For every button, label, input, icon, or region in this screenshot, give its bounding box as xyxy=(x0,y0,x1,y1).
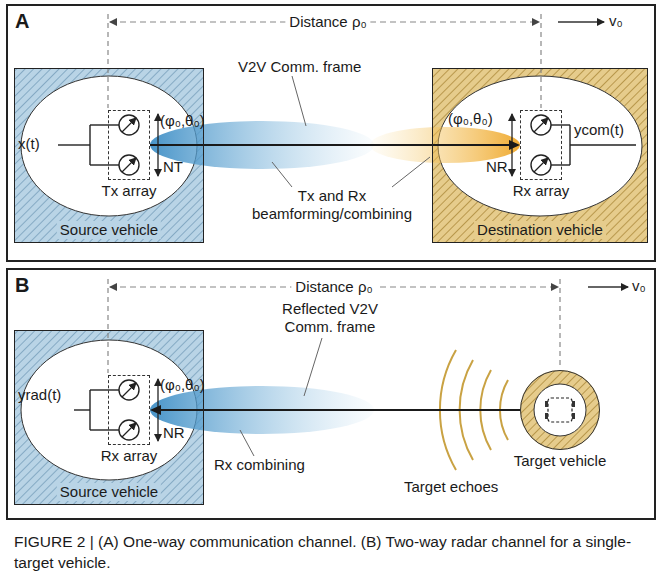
panel-letter: B xyxy=(15,273,29,297)
annotation-label: yrad(t) xyxy=(18,386,61,404)
annotation-label: V2V Comm. frame xyxy=(238,58,361,76)
target-vehicle: Target vehicle xyxy=(520,370,600,450)
figure-caption: FIGURE 2 | (A) One-way communication cha… xyxy=(14,532,648,574)
node-label: Rx array xyxy=(99,447,160,465)
vehicle-box: Destination vehicle Rx array xyxy=(432,68,648,243)
vehicle-box: Source vehicle Tx array xyxy=(14,68,204,243)
annotation-label: NR xyxy=(486,158,508,176)
arrow-head xyxy=(150,405,161,415)
annotation-label: (φ₀,θ₀) xyxy=(160,112,205,130)
arrow-head xyxy=(509,140,520,150)
signal-arrow xyxy=(160,409,520,411)
annotation-label: NT xyxy=(163,158,183,176)
vehicle-box: Source vehicle Rx array xyxy=(14,330,204,505)
node-label: Target vehicle xyxy=(512,452,609,470)
antenna-array: Tx array xyxy=(108,110,150,180)
node-label: Source vehicle xyxy=(57,483,161,501)
annotation-label: Tx and Rx beamforming/combining xyxy=(242,187,422,223)
node-label: Tx array xyxy=(99,182,158,200)
annotation-label: v₀ xyxy=(632,277,646,295)
node-label: Rx array xyxy=(511,182,572,200)
panel-letter: A xyxy=(15,9,29,33)
panel: ASource vehicleTx arrayDestination vehic… xyxy=(6,4,656,262)
annotation-label: NR xyxy=(163,424,185,442)
annotation-label: x(t) xyxy=(18,135,40,153)
annotation-label: Reflected V2V Comm. frame xyxy=(260,300,400,336)
annotation-label: (φ₀,θ₀) xyxy=(160,376,205,394)
antenna-array: Rx array xyxy=(520,110,562,180)
annotation-label: v₀ xyxy=(609,12,623,30)
annotation-label: Distance ρ₀ xyxy=(291,278,376,296)
signal-arrow xyxy=(150,144,510,146)
node-label: Destination vehicle xyxy=(474,221,606,239)
annotation-label: Rx combining xyxy=(214,456,305,474)
annotation-label: (φ₀,θ₀) xyxy=(448,110,493,128)
annotation-label: ycom(t) xyxy=(574,121,624,139)
annotation-label: Distance ρ₀ xyxy=(285,13,370,31)
node-label: Source vehicle xyxy=(57,221,161,239)
annotation-label: Target echoes xyxy=(404,478,498,496)
antenna-array: Rx array xyxy=(108,375,150,445)
